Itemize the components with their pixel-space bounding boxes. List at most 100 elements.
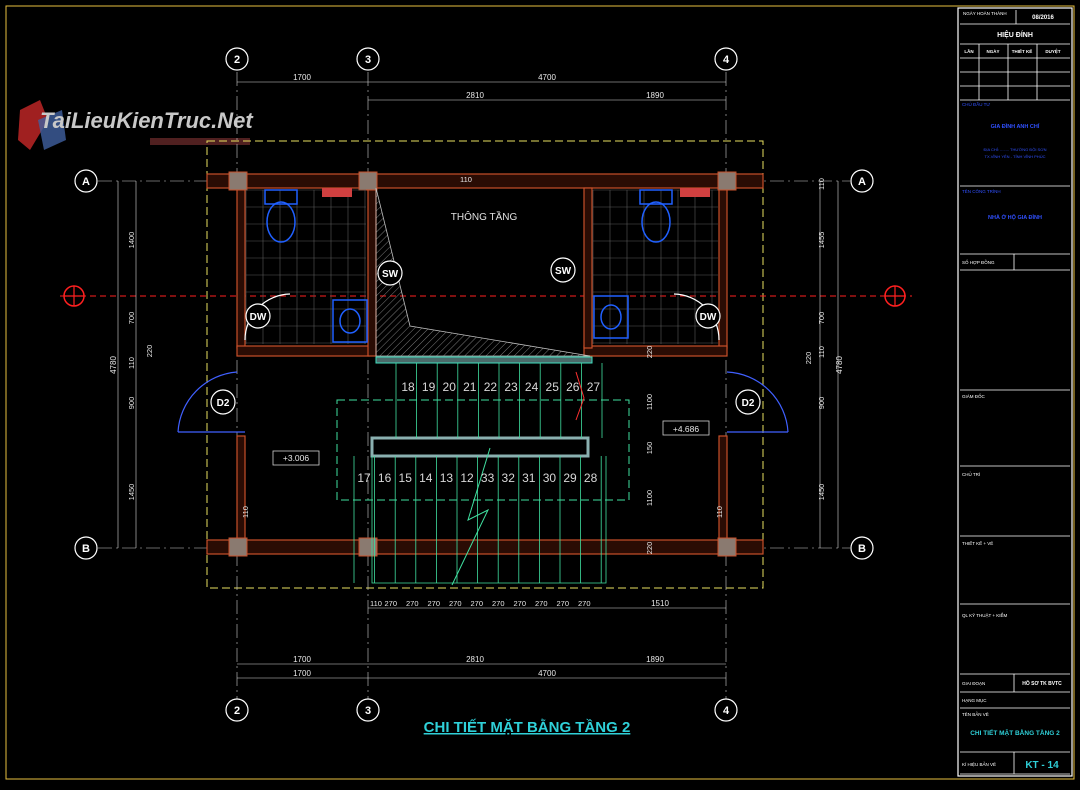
toilet-tank-left bbox=[264, 189, 298, 205]
step-number-upper: 22 bbox=[484, 380, 498, 394]
tb-address-1: ĐỊA CHỈ: ........ THƯỜNG ĐỘI SƠN bbox=[983, 147, 1046, 152]
walls bbox=[206, 173, 764, 555]
watermark: TaiLieuKienTruc.Net bbox=[18, 100, 254, 150]
door-tag-dw-right: DW bbox=[695, 303, 721, 329]
tb-owner-value: GIA ĐÌNH ANH CHÍ bbox=[991, 122, 1040, 130]
stair-treads-lower bbox=[353, 456, 602, 583]
grid-bubble-top-0: 2 bbox=[225, 47, 249, 71]
dim-left-part: 700 bbox=[127, 312, 136, 325]
step-number-lower: 28 bbox=[584, 471, 598, 485]
dim-top-mid: 2810 bbox=[466, 91, 484, 100]
door-arc-right bbox=[726, 371, 789, 433]
door-tag-d2-right-label: D2 bbox=[742, 398, 755, 409]
wall-wc-right-side bbox=[583, 187, 593, 349]
watermark-text: TaiLieuKienTruc.Net bbox=[40, 108, 254, 133]
grid-bubble-a-left-label: A bbox=[82, 176, 90, 188]
grid-bubble-a-left: A bbox=[74, 169, 98, 193]
step-number-lower: 33 bbox=[481, 471, 495, 485]
dim-bottom-overall-left: 1700 bbox=[293, 669, 311, 678]
door-tag-dw-left: DW bbox=[245, 303, 271, 329]
dimension-lines bbox=[117, 81, 839, 679]
dim-left-part: 1450 bbox=[127, 484, 136, 501]
step-number-lower: 12 bbox=[460, 471, 474, 485]
door-tag-dw-right-label: DW bbox=[700, 312, 717, 323]
grid-bubble-top-1-label: 3 bbox=[365, 54, 371, 66]
sink-basin-right bbox=[600, 304, 622, 330]
column bbox=[228, 537, 248, 557]
grid-bubble-bottom-1-label: 3 bbox=[365, 705, 371, 717]
step-number-lower: 29 bbox=[563, 471, 577, 485]
dim-right-part: 1450 bbox=[817, 484, 826, 501]
door-arc-left bbox=[177, 371, 238, 433]
step-number-upper: 20 bbox=[443, 380, 457, 394]
roof-outline bbox=[206, 140, 764, 589]
tb-stage-value: HỒ SƠ TK BVTC bbox=[1022, 680, 1062, 687]
door-tag-d2-left: D2 bbox=[210, 389, 236, 415]
tb-code-label: KÍ HIỆU BẢN VẼ bbox=[962, 760, 996, 767]
dim-bottom-mid: 2810 bbox=[466, 655, 484, 664]
dim-stair-tread: 270 bbox=[470, 599, 483, 608]
sink-left bbox=[332, 299, 368, 343]
dim-stair-tread: 270 bbox=[513, 599, 526, 608]
step-number-upper: 23 bbox=[504, 380, 518, 394]
sheet-border bbox=[5, 5, 1075, 780]
step-number-lower: 32 bbox=[502, 471, 516, 485]
level-left: +3.006 bbox=[283, 453, 310, 463]
tb-drawing-value: CHI TIẾT MẶT BẰNG TẦNG 2 bbox=[970, 727, 1060, 737]
toilet-bowl-right bbox=[641, 201, 671, 243]
dim-stair-tread: 270 bbox=[406, 599, 419, 608]
step-number-lower: 16 bbox=[378, 471, 392, 485]
dim-stair-tread: 270 bbox=[578, 599, 591, 608]
dim-stair-tread: 270 bbox=[556, 599, 569, 608]
section-marker-right bbox=[884, 285, 906, 307]
dim-wall-left: 110 bbox=[241, 506, 250, 518]
window-tag-sw-right: SW bbox=[550, 257, 576, 283]
dim-bottom-overall: 4700 bbox=[538, 669, 556, 678]
stair bbox=[336, 356, 630, 586]
grid-bubble-a-right: A bbox=[850, 169, 874, 193]
stair-landing-edge bbox=[375, 356, 593, 364]
dim-left-part: 1400 bbox=[127, 232, 136, 249]
tb-rev-col: THIẾT KẾ bbox=[1012, 48, 1033, 54]
floor-drains bbox=[322, 188, 710, 197]
dim-slab-lower: 1100 bbox=[645, 490, 654, 506]
dim-slab-mid: 150 bbox=[645, 442, 654, 455]
tb-design-label: THIẾT KẾ + VẼ bbox=[962, 540, 993, 546]
tb-drawing-label: TÊN BẢN VẼ bbox=[962, 710, 989, 717]
grid-bubble-bottom-0: 2 bbox=[225, 698, 249, 722]
dim-slab-upper: 1100 bbox=[645, 394, 654, 410]
window-tag-sw-left: SW bbox=[377, 260, 403, 286]
columns bbox=[228, 171, 737, 557]
tb-owner-label: CHỦ ĐẦU TƯ bbox=[962, 101, 990, 107]
tb-date-label: NGÀY HOÀN THÀNH bbox=[963, 10, 1007, 16]
step-number-upper: 25 bbox=[546, 380, 560, 394]
wall-wc-left-bottom bbox=[236, 345, 370, 357]
wall-left-lower bbox=[236, 435, 246, 541]
dim-stair-tail: 1510 bbox=[651, 599, 669, 608]
stair-arrow bbox=[575, 371, 585, 421]
grid-bubble-top-2-label: 4 bbox=[723, 54, 730, 66]
level-box-right bbox=[662, 420, 710, 436]
tb-contract-label: SỐ HỢP ĐỒNG bbox=[962, 259, 995, 265]
step-number-lower: 30 bbox=[543, 471, 557, 485]
grid-bubble-bottom-0-label: 2 bbox=[234, 705, 240, 717]
step-number-lower: 31 bbox=[522, 471, 536, 485]
column bbox=[717, 171, 737, 191]
dim-stair-tread: 270 bbox=[427, 599, 440, 608]
step-number-upper: 21 bbox=[463, 380, 477, 394]
watermark-logo-icon bbox=[18, 100, 48, 150]
grid-bubble-bottom-2-label: 4 bbox=[723, 705, 730, 717]
tb-stage-label: GIAI ĐOẠN bbox=[962, 681, 985, 686]
step-number-upper: 26 bbox=[566, 380, 580, 394]
wall-bottom bbox=[206, 539, 764, 555]
drain-strip-left bbox=[322, 188, 352, 197]
toilet-bowl-left bbox=[266, 201, 296, 243]
wall-left-upper bbox=[236, 187, 246, 349]
dim-wall-top: 110 bbox=[460, 175, 472, 184]
dim-bottom-right: 1890 bbox=[646, 655, 664, 664]
grid-bubble-bottom-1: 3 bbox=[356, 698, 380, 722]
dim-right-overall: 4780 bbox=[835, 356, 844, 374]
grid-bubble-top-0-label: 2 bbox=[234, 54, 240, 66]
wall-wc-right-bottom bbox=[583, 345, 728, 357]
